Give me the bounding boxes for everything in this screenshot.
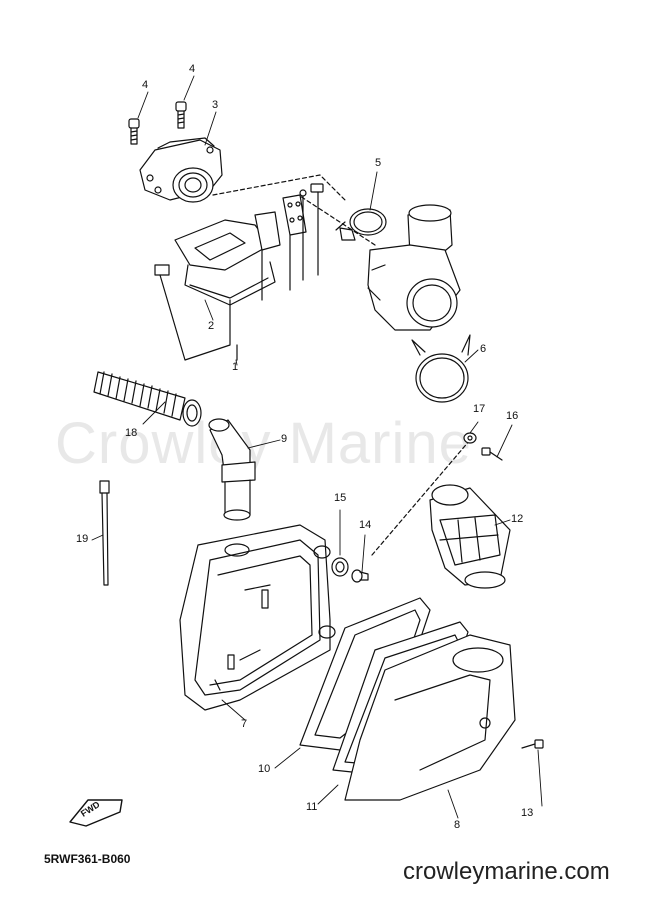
washer-17: [463, 432, 477, 444]
spring-clamp-6: [411, 334, 471, 403]
callout-19: 19: [76, 533, 89, 545]
carburetor: [367, 204, 461, 331]
collar-14: [351, 569, 369, 583]
intake-joint-12: [429, 484, 511, 589]
air-box-case-7: [179, 524, 336, 711]
callout-4b: 4: [189, 63, 196, 75]
grommet-15: [331, 557, 349, 577]
screw-13: [521, 739, 544, 749]
bolt-4b: [175, 101, 187, 129]
intake-manifold-3: [139, 137, 223, 203]
callout-6: 6: [480, 343, 487, 355]
hose-clamp-5: [335, 208, 387, 241]
callout-13: 13: [521, 807, 534, 819]
bolt-4a: [128, 118, 140, 145]
callout-18: 18: [125, 427, 138, 439]
callout-10: 10: [258, 763, 271, 775]
callout-1: 1: [232, 361, 239, 373]
callout-2: 2: [208, 320, 215, 332]
screw-16: [481, 447, 503, 461]
callout-3: 3: [212, 99, 219, 111]
callout-4a: 4: [142, 79, 149, 91]
callout-12: 12: [511, 513, 524, 525]
fwd-arrow-icon: [69, 799, 123, 827]
watermark: Crowley Marine: [55, 411, 472, 476]
intake-hose-18: [93, 371, 202, 427]
callout-5: 5: [375, 157, 382, 169]
callout-7: 7: [241, 718, 248, 730]
reed-valve-assembly-1: [154, 183, 324, 361]
intake-elbow-9: [208, 418, 256, 521]
callout-8: 8: [454, 819, 461, 831]
cable-tie-19: [99, 480, 110, 586]
leader-lines: [91, 75, 543, 819]
callout-14: 14: [359, 519, 372, 531]
diagram-code: 5RWF361-B060: [44, 852, 131, 866]
site-url: crowleymarine.com: [403, 858, 610, 885]
callout-17: 17: [473, 403, 486, 415]
callout-11: 11: [306, 801, 318, 813]
callout-15: 15: [334, 492, 347, 504]
callout-16: 16: [506, 410, 519, 422]
air-box-cover-8: [344, 634, 516, 801]
callout-9: 9: [281, 433, 288, 445]
